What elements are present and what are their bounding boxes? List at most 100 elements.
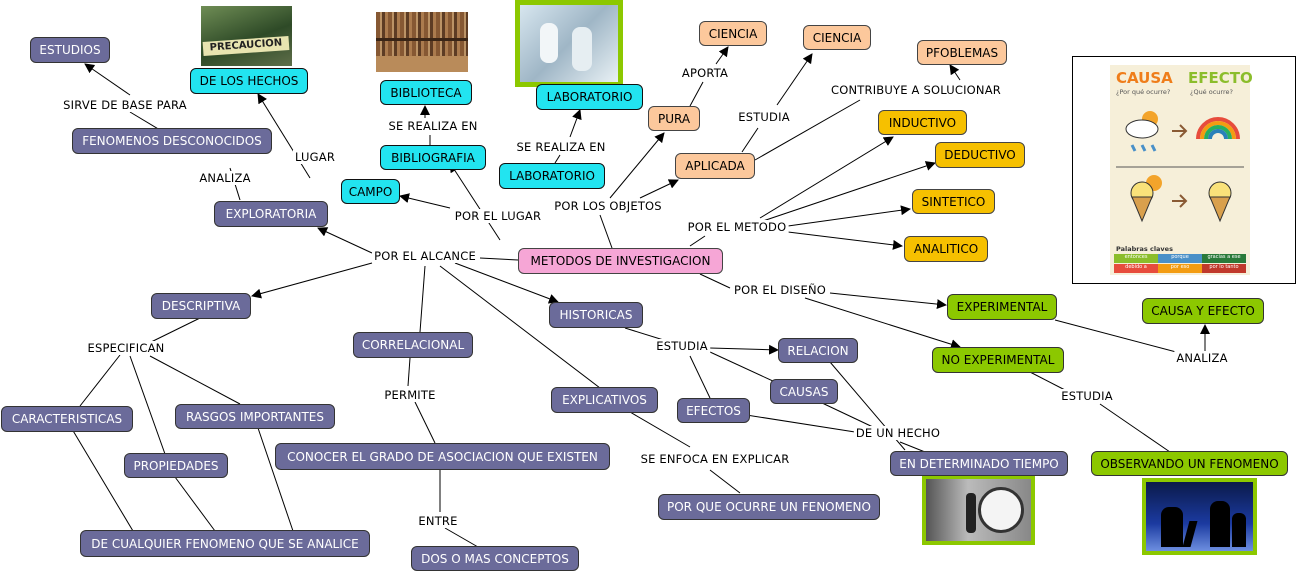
link-label-permite: PERMITE <box>382 388 438 402</box>
link <box>599 214 613 249</box>
node-de-cualquier-fenomeno[interactable]: DE CUALQUIER FENOMENO QUE SE ANALICE <box>80 530 370 557</box>
node-exploratoria[interactable]: EXPLORATORIA <box>214 201 328 227</box>
node-causas[interactable]: CAUSAS <box>770 379 838 404</box>
link <box>1029 371 1066 391</box>
link <box>709 351 776 383</box>
link <box>759 161 936 223</box>
node-ciencia-1[interactable]: CIENCIA <box>699 21 767 46</box>
link-label-por-el-alcance: POR EL ALCANCE <box>372 249 478 263</box>
link <box>84 63 131 96</box>
cause-effect-poster: CAUSA EFECTO ¿Por qué ocurre? ¿Qué ocurr… <box>1072 56 1296 284</box>
node-descriptiva[interactable]: DESCRIPTIVA <box>151 293 251 319</box>
link <box>554 154 561 164</box>
node-historicas[interactable]: HISTORICAS <box>549 302 643 328</box>
link-label-por-el-diseno: POR EL DISEÑO <box>731 283 829 297</box>
node-laboratorio-mid[interactable]: LABORATORIO <box>499 163 605 189</box>
node-caracteristicas[interactable]: CARACTERISTICAS <box>1 406 133 432</box>
link <box>569 109 582 138</box>
link <box>709 469 741 494</box>
link <box>899 441 926 453</box>
link-label-por-los-objetos: POR LOS OBJETOS <box>552 199 664 213</box>
node-efectos[interactable]: EFECTOS <box>677 398 750 423</box>
node-relacion[interactable]: RELACION <box>778 338 858 363</box>
link <box>754 99 861 161</box>
node-conocer-el-grado[interactable]: CONOCER EL GRADO DE ASOCIACION QUE EXIST… <box>275 443 610 470</box>
node-de-los-hechos[interactable]: DE LOS HECHOS <box>190 68 308 94</box>
node-campo[interactable]: CAMPO <box>341 179 400 204</box>
link <box>317 227 373 254</box>
node-deductivo[interactable]: DEDUCTIVO <box>935 142 1025 168</box>
poster-efecto-title: EFECTO <box>1188 69 1253 87</box>
library-photo <box>376 12 468 72</box>
link-label-por-el-lugar: POR EL LUGAR <box>452 209 544 223</box>
node-inductivo[interactable]: INDUCTIVO <box>878 110 967 135</box>
node-aplicada[interactable]: APLICADA <box>675 153 755 179</box>
node-analitico[interactable]: ANALITICO <box>904 236 988 262</box>
link <box>454 262 559 304</box>
node-pura[interactable]: PURA <box>648 106 700 131</box>
link <box>257 427 294 532</box>
node-biblioteca[interactable]: BIBLIOTECA <box>380 80 472 105</box>
clock-photo <box>922 475 1035 545</box>
node-fenomenos-desconocidos[interactable]: FENOMENOS DESCONOCIDOS <box>72 128 272 154</box>
link <box>479 257 519 261</box>
node-bibliografia[interactable]: BIBLIOGRAFIA <box>380 145 486 170</box>
node-en-determinado-tiempo[interactable]: EN DETERMINADO TIEMPO <box>890 451 1068 476</box>
link <box>787 205 911 227</box>
node-por-que-ocurre[interactable]: POR QUE OCURRE UN FENOMENO <box>658 494 880 520</box>
link <box>1054 319 1181 354</box>
link-label-sirve-de: SIRVE DE BASE PARA <box>61 98 189 112</box>
link <box>174 476 216 532</box>
node-causa-y-efecto[interactable]: CAUSA Y EFECTO <box>1142 298 1264 324</box>
node-sintetico[interactable]: SINTETICO <box>912 189 995 214</box>
link-label-contribuye: CONTRIBUYE A SOLUCIONAR <box>828 83 1004 97</box>
link-label-especifican: ESPECIFICAN <box>85 341 167 355</box>
node-experimental[interactable]: EXPERIMENTAL <box>947 294 1057 320</box>
keyword: entonces <box>1114 254 1158 263</box>
node-no-experimental[interactable]: NO EXPERIMENTAL <box>932 347 1064 373</box>
poster-causa-title: CAUSA <box>1116 69 1173 87</box>
link <box>449 162 501 241</box>
node-metodos-de-investigacion[interactable]: METODOS DE INVESTIGACION <box>518 248 723 274</box>
caution-tape-photo: PRECAUCION <box>201 6 292 66</box>
node-dos-o-mas-conceptos[interactable]: DOS O MAS CONCEPTOS <box>411 546 579 571</box>
keyword: debido a <box>1114 264 1158 273</box>
node-laboratorio-top[interactable]: LABORATORIO <box>536 84 643 110</box>
telescope-photo <box>1142 478 1257 555</box>
link-label-analiza-2: ANALIZA <box>1174 351 1230 365</box>
node-correlacional[interactable]: CORRELACIONAL <box>353 332 473 358</box>
link <box>787 231 903 250</box>
link-label-estudia-1: ESTUDIA <box>736 110 792 124</box>
arrow-icon <box>1172 124 1188 138</box>
link-label-se-enfoca: SE ENFOCA EN EXPLICAR <box>638 452 792 466</box>
node-rasgos-importantes[interactable]: RASGOS IMPORTANTES <box>175 404 335 429</box>
link-label-se-realiza-en-1: SE REALIZA EN <box>386 119 480 133</box>
link <box>739 413 856 433</box>
link <box>639 179 679 199</box>
link <box>129 355 166 455</box>
link <box>949 64 961 81</box>
node-ciencia-2[interactable]: CIENCIA <box>803 25 871 50</box>
keyword: porque <box>1158 254 1202 263</box>
poster-efecto-question: ¿Qué ocurre? <box>1190 88 1233 96</box>
link <box>741 127 759 153</box>
keyword: gracias a ese <box>1202 254 1246 263</box>
link-label-por-el-metodo: POR EL METODO <box>685 220 789 234</box>
node-observando-un-fenomeno[interactable]: OBSERVANDO UN FENOMENO <box>1091 451 1288 476</box>
node-propiedades[interactable]: PROPIEDADES <box>124 453 228 478</box>
node-pfoblemas[interactable]: PFOBLEMAS <box>917 40 1007 65</box>
rain-icon <box>1130 144 1157 152</box>
node-explicativos[interactable]: EXPLICATIVOS <box>551 387 658 413</box>
link-label-de-un-hecho: DE UN HECHO <box>853 426 943 440</box>
link <box>804 297 961 350</box>
link <box>776 53 813 106</box>
link <box>71 428 134 532</box>
link <box>629 411 691 448</box>
link <box>129 111 161 131</box>
link <box>829 292 947 310</box>
cloud-icon <box>1125 119 1159 139</box>
link <box>419 265 426 333</box>
keyword: por lo tanto <box>1202 264 1246 273</box>
node-estudios[interactable]: ESTUDIOS <box>30 37 110 63</box>
